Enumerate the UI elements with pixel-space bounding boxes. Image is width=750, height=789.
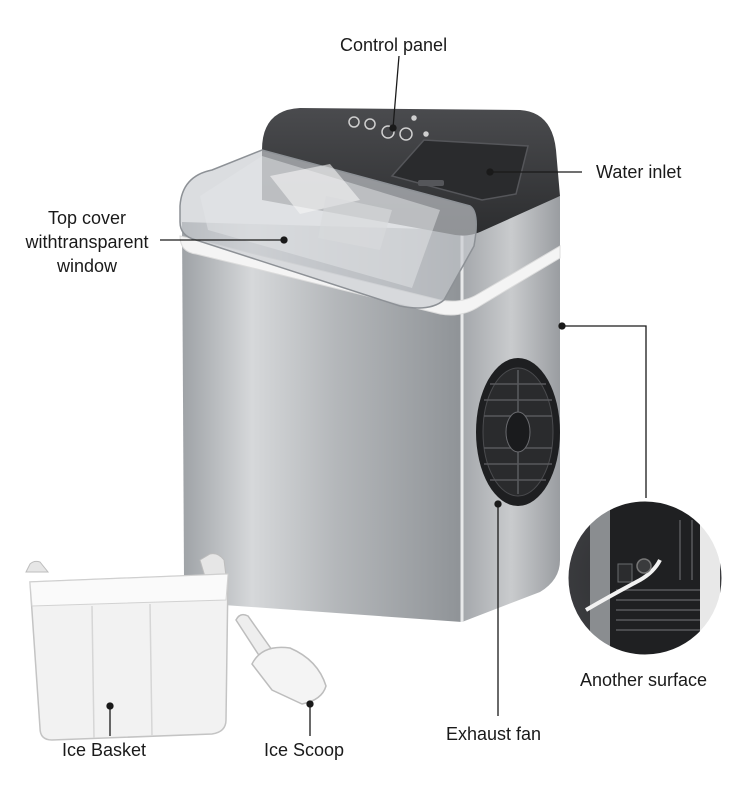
label-top-cover: Top cover withtransparent window <box>14 206 160 278</box>
ice-scoop-shape <box>235 613 327 705</box>
rear-surface-inset <box>565 498 725 658</box>
label-water-inlet: Water inlet <box>596 162 682 182</box>
label-ice-scoop: Ice Scoop <box>264 740 345 760</box>
label-top-cover-line2: withtransparent <box>25 232 149 252</box>
control-buttons <box>348 115 429 141</box>
ice-basket-shape <box>25 553 229 741</box>
leader-lines <box>106 55 647 736</box>
exhaust-fan-grille <box>476 358 560 506</box>
label-top-cover-line1: Top cover <box>47 208 127 228</box>
label-top-cover-line3: window <box>56 256 118 276</box>
label-another-surface: Another surface <box>580 670 708 690</box>
label-control-panel: Control panel <box>340 35 448 55</box>
white-trim-band <box>179 235 561 316</box>
label-exhaust-fan: Exhaust fan <box>446 724 542 744</box>
machine-front-panel <box>182 222 462 622</box>
label-ice-basket: Ice Basket <box>62 740 147 760</box>
